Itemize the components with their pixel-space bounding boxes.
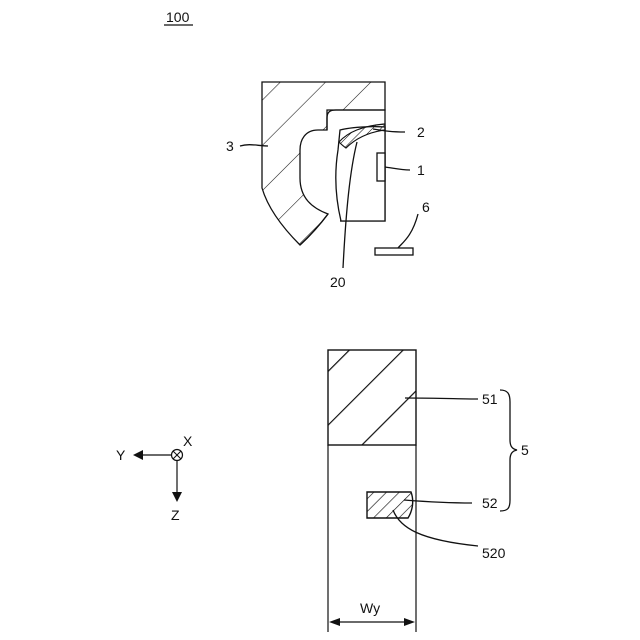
part-6-bar (375, 248, 413, 255)
label-wy: Wy (360, 600, 380, 616)
label-2: 2 (417, 124, 425, 140)
label-6: 6 (422, 199, 430, 215)
label-5: 5 (521, 442, 529, 458)
axis-y-arrow-icon (133, 450, 143, 460)
label-1: 1 (417, 162, 425, 178)
axis-z-label: Z (171, 507, 180, 523)
label-520: 520 (482, 545, 506, 561)
axis-z-arrow-icon (172, 492, 182, 502)
label-3: 3 (226, 138, 234, 154)
label-20: 20 (330, 274, 346, 290)
leader-6 (398, 214, 418, 248)
part-52-block (367, 492, 413, 518)
label-51: 51 (482, 391, 498, 407)
dimension-wy-arrow-left (329, 618, 340, 626)
label-52: 52 (482, 495, 498, 511)
figure-number: 100 (166, 9, 190, 25)
dimension-wy-arrow-right (404, 618, 415, 626)
part-1-sensor (377, 153, 385, 181)
leader-52 (404, 500, 472, 503)
part-51-block (328, 350, 416, 445)
brace-5 (500, 390, 517, 511)
leader-1 (385, 167, 410, 170)
axis-y-label: Y (116, 447, 126, 463)
axis-x-label: X (183, 433, 193, 449)
